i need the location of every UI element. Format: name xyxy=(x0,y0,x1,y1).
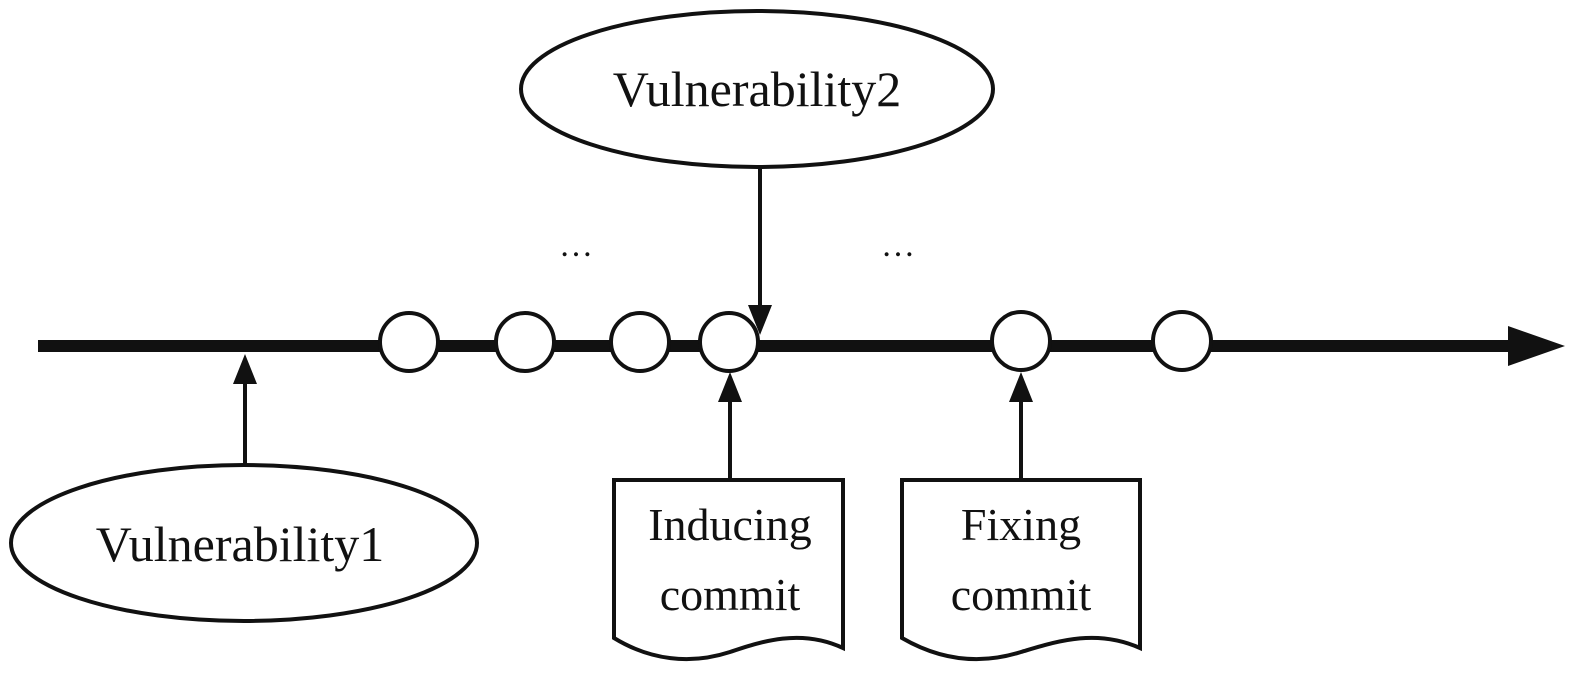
inducing-commit-line1: Inducing xyxy=(648,499,812,550)
timeline-arrowhead xyxy=(1508,326,1565,366)
vulnerability2-ellipse xyxy=(519,9,995,169)
commit-node-fixing xyxy=(990,310,1052,372)
inducing-arrowhead xyxy=(718,372,742,402)
commit-node xyxy=(609,311,671,373)
inducing-commit-document xyxy=(612,478,845,662)
commit-node xyxy=(494,311,556,373)
commit-node xyxy=(378,311,440,373)
fixing-commit-line1: Fixing xyxy=(961,499,1081,550)
fixing-arrowhead xyxy=(1009,372,1033,402)
vulnerability2-label: Vulnerability2 xyxy=(613,61,902,117)
vulnerability1-label: Vulnerability1 xyxy=(96,516,385,572)
fixing-commit-line2: commit xyxy=(951,569,1092,620)
commit-nodes xyxy=(378,310,1213,373)
fixing-commit-document xyxy=(900,478,1142,662)
vulnerability1-arrowhead xyxy=(233,354,257,384)
commit-node xyxy=(1151,310,1213,372)
vulnerability2-arrowhead xyxy=(748,305,772,335)
commit-node-inducing xyxy=(698,311,760,373)
inducing-commit-line2: commit xyxy=(660,569,801,620)
ellipsis-mark-right: … xyxy=(881,227,919,264)
ellipsis-mark-left: … xyxy=(559,227,597,264)
